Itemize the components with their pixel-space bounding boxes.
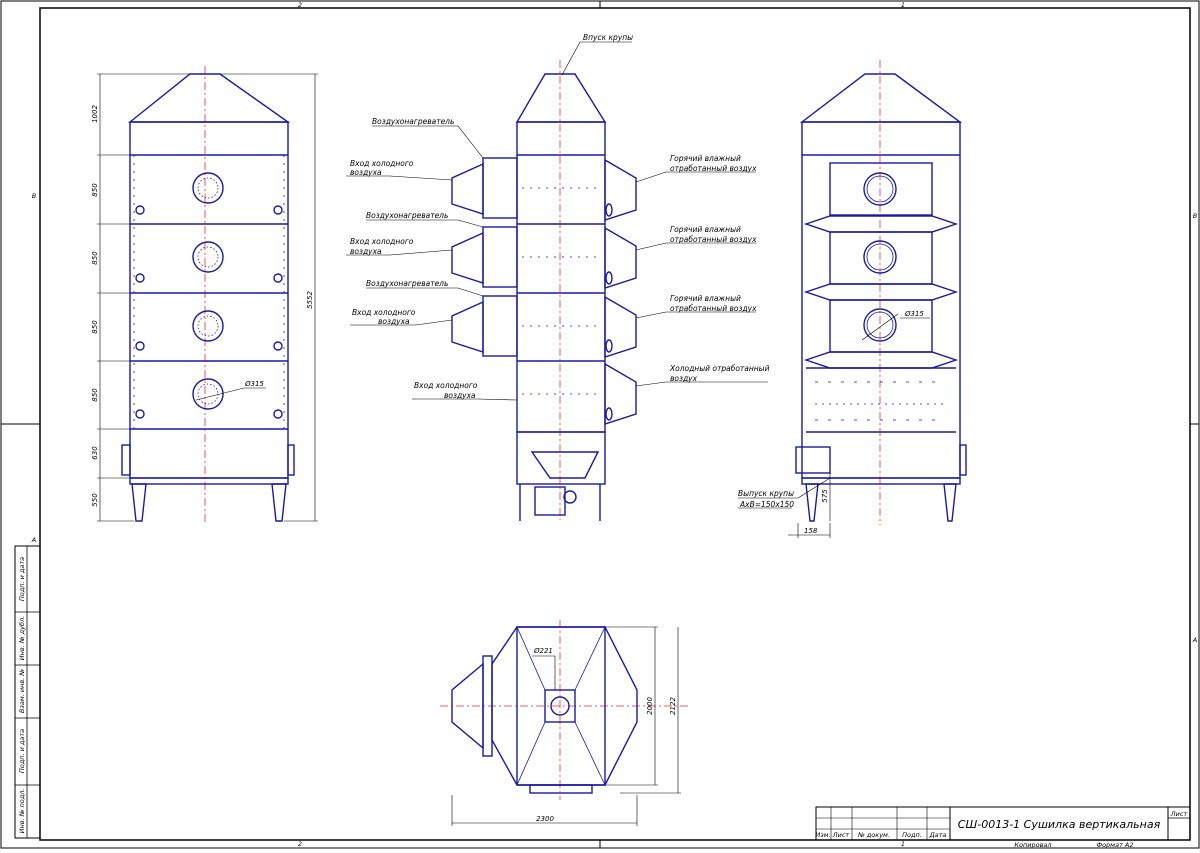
side-view: Ø315 Выпуск крупы AxB=150x150 575 158 — [738, 60, 967, 538]
label-hot-exhaust-3b: отработанный воздух — [670, 304, 757, 313]
tb-header: Лист — [832, 831, 850, 839]
label-heater-1: Воздухонагреватель — [372, 117, 454, 126]
label-cold-air-4: Вход холодного — [414, 381, 478, 390]
label-cold-air-2b: воздуха — [350, 247, 382, 256]
stamp-cell: Взам. инв. № — [18, 669, 26, 713]
stamp-cell: Инв. № подл. — [18, 789, 26, 834]
dim-630: 630 — [91, 446, 99, 460]
dim-850: 850 — [91, 183, 99, 197]
dim-850: 850 — [91, 320, 99, 334]
zone-label: 2 — [298, 840, 302, 848]
label-cold-air-1: Вход холодного — [350, 159, 414, 168]
copied-label: Копировал — [1014, 841, 1051, 849]
label-grain-outlet: Выпуск крупы — [738, 489, 794, 498]
zone-label: 1 — [901, 840, 905, 848]
section-view: Впуск крупы Воздухонагреватель Воздухона… — [346, 33, 770, 521]
label-heater-2: Воздухонагреватель — [366, 211, 448, 220]
zone-label: 1 — [901, 1, 905, 9]
label-cold-exhaust-b: воздух — [670, 374, 698, 383]
plan-dim-2000: 2000 — [646, 697, 654, 715]
zone-label: A — [31, 536, 36, 544]
zone-label: A — [1192, 636, 1197, 644]
label-cold-air-4b: воздуха — [444, 391, 476, 400]
front-view: 1002 850 850 850 850 630 550 5552 Ø315 — [91, 66, 318, 525]
tb-header: Изм. — [815, 831, 830, 839]
plan-view: 2000 2122 2300 Ø221 — [440, 620, 690, 826]
format-label: Формат A2 — [1096, 841, 1133, 849]
tb-header: № докум. — [857, 831, 890, 839]
label-cold-air-3b: воздуха — [378, 317, 410, 326]
side-stamp: Подп. и дата Инв. № дубл. Взам. инв. № П… — [14, 545, 41, 839]
dim-850: 850 — [91, 251, 99, 265]
zone-label: B — [32, 192, 37, 200]
title-block: Изм. Лист № докум. Подп. Дата СШ-0013-1 … — [815, 806, 1191, 849]
dim-diameter: Ø315 — [244, 380, 264, 388]
inspection-port — [192, 378, 224, 410]
plan-dim-diameter: Ø221 — [533, 647, 553, 655]
label-hot-exhaust-2: Горячий влажный — [670, 225, 741, 234]
dim-total-height: 5552 — [306, 291, 314, 309]
inspection-port — [192, 172, 224, 204]
drawing-title: СШ-0013-1 Сушилка вертикальная — [958, 818, 1161, 831]
tb-header: Подп. — [902, 831, 922, 839]
inner-border — [39, 7, 1191, 841]
plan-dim-2122: 2122 — [669, 697, 677, 715]
label-hot-exhaust-3: Горячий влажный — [670, 294, 741, 303]
inspection-port — [192, 241, 224, 273]
stamp-cell: Подп. и дата — [18, 557, 26, 601]
zone-label: B — [1193, 212, 1198, 220]
zone-label: 2 — [298, 1, 302, 9]
label-hot-exhaust-1: Горячий влажный — [670, 154, 741, 163]
label-hot-exhaust-2b: отработанный воздух — [670, 235, 757, 244]
label-grain-inlet: Впуск крупы — [583, 33, 633, 42]
label-cold-air-1b: воздуха — [350, 168, 382, 177]
stamp-cell: Инв. № дубл. — [18, 616, 26, 660]
stamp-cell: Подп. и дата — [18, 729, 26, 773]
dim-550: 550 — [91, 493, 99, 507]
label-cold-air-2: Вход холодного — [350, 237, 414, 246]
label-grain-outlet-size: AxB=150x150 — [739, 500, 794, 509]
label-heater-3: Воздухонагреватель — [366, 279, 448, 288]
label-cold-exhaust: Холодный отработанный — [669, 364, 770, 373]
sheet-label: Лист — [1170, 810, 1188, 818]
side-dim-diameter: Ø315 — [904, 310, 924, 318]
dim-1002: 1002 — [91, 105, 99, 123]
tb-header: Дата — [929, 831, 947, 839]
plan-dim-2300: 2300 — [536, 815, 554, 823]
label-cold-air-3: Вход холодного — [352, 308, 416, 317]
side-dim-575: 575 — [821, 489, 829, 503]
inspection-port — [192, 310, 224, 342]
side-dim-158: 158 — [804, 527, 818, 535]
dim-850: 850 — [91, 388, 99, 402]
label-hot-exhaust-1b: отработанный воздух — [670, 164, 757, 173]
